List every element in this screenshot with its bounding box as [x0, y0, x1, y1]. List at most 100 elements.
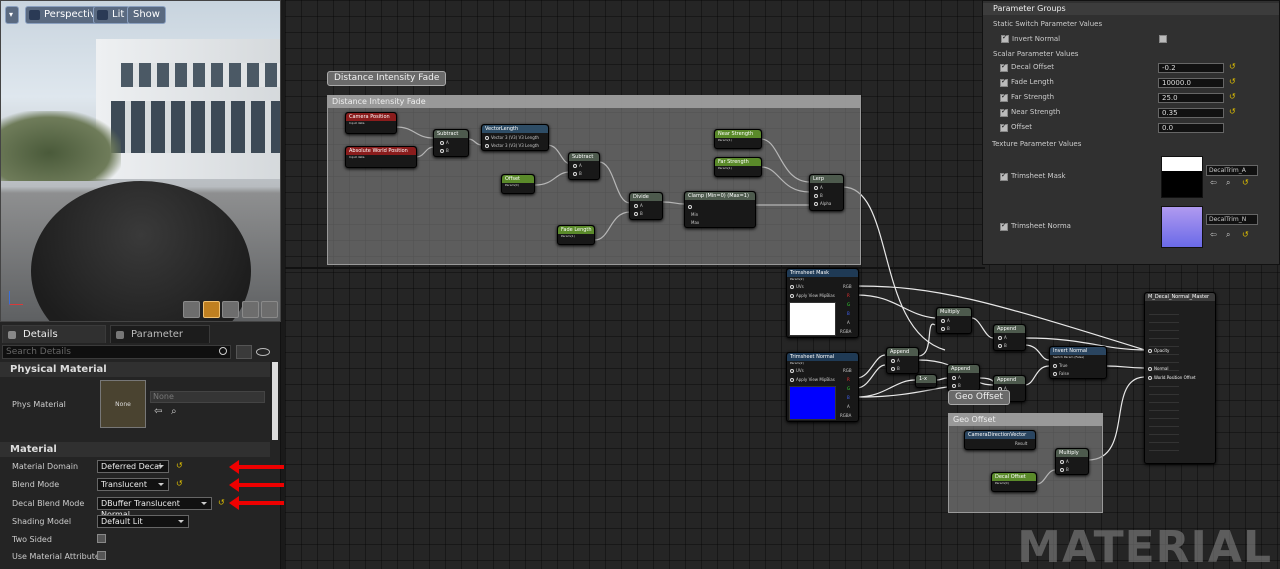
material-domain-dropdown[interactable]: Deferred Decal	[97, 460, 169, 473]
cylinder-preview-button[interactable]	[183, 301, 200, 318]
browse-icon[interactable]: ⌕	[1226, 178, 1231, 187]
wire	[1024, 344, 1050, 361]
decal-offset-checkbox[interactable]	[1000, 62, 1008, 72]
eye-icon[interactable]	[256, 348, 270, 356]
trimsheet-mask-thumbnail[interactable]	[1161, 156, 1203, 198]
use-asset-icon[interactable]: ⇦	[1210, 178, 1217, 187]
wire	[856, 354, 886, 379]
phys-material-dropdown[interactable]: None	[150, 391, 265, 403]
use-material-attributes-checkbox[interactable]	[97, 551, 106, 560]
tab-details[interactable]: Details	[2, 325, 106, 343]
reset-arrow-icon[interactable]: ↺	[176, 461, 183, 470]
offset-checkbox[interactable]	[1000, 122, 1008, 132]
shading-model-dropdown[interactable]: Default Lit	[97, 515, 189, 528]
annotation-arrow	[229, 460, 284, 474]
browse-icon[interactable]: ⌕	[171, 406, 177, 417]
browse-icon[interactable]: ⌕	[1226, 230, 1231, 239]
viewport[interactable]: ▾ Perspective Lit Show	[0, 0, 281, 322]
show-button[interactable]: Show	[127, 6, 166, 24]
trimsheet-normal-thumbnail[interactable]	[1161, 206, 1203, 248]
near-strength-checkbox[interactable]	[1000, 107, 1008, 117]
invert-normal-value-checkbox[interactable]	[1159, 35, 1167, 43]
far-strength-checkbox[interactable]	[1000, 92, 1008, 102]
plane-preview-button[interactable]	[222, 301, 239, 318]
invert-normal-label: Invert Normal	[1012, 35, 1061, 43]
decal-offset-input[interactable]: -0.2	[1158, 63, 1224, 73]
use-material-attributes-label: Use Material Attributes	[12, 552, 105, 561]
decal-blend-mode-dropdown[interactable]: DBuffer Translucent Normal	[97, 497, 212, 519]
sphere-preview-button[interactable]	[203, 301, 220, 318]
material-graph[interactable]: Distance Intensity Fade Distance Intensi…	[285, 0, 1280, 569]
cube-preview-button[interactable]	[242, 301, 259, 318]
invert-normal-override-checkbox[interactable]	[1001, 33, 1009, 43]
reset-arrow-icon[interactable]: ↺	[1229, 77, 1236, 86]
comment-tag-geo-offset[interactable]: Geo Offset	[948, 390, 1010, 405]
graph-divider	[285, 267, 985, 269]
node-material-master[interactable]: M_Decal_Normal_Master Opacity Normal Wor…	[1144, 292, 1216, 464]
parameter-groups-header[interactable]: Parameter Groups	[983, 3, 1279, 15]
scrollbar[interactable]	[272, 362, 278, 440]
reset-arrow-icon[interactable]: ↺	[1229, 92, 1236, 101]
reset-arrow-icon[interactable]: ↺	[1229, 62, 1236, 71]
use-asset-icon[interactable]: ⇦	[154, 406, 163, 417]
trimsheet-mask-label: Trimsheet Mask	[1011, 172, 1066, 180]
node-one-minus[interactable]: 1-x	[915, 374, 937, 388]
near-strength-input[interactable]: 0.35	[1158, 108, 1224, 118]
offset-input[interactable]: 0.0	[1158, 123, 1224, 133]
wire	[1024, 365, 1050, 386]
trimsheet-mask-dropdown[interactable]: DecalTrim_A	[1206, 165, 1258, 176]
reset-arrow-icon[interactable]: ↺	[1242, 230, 1249, 239]
fade-length-input[interactable]: 10000.0	[1158, 78, 1224, 88]
phys-material-thumbnail[interactable]: None	[100, 380, 146, 428]
lit-button[interactable]: Lit	[93, 6, 131, 24]
two-sided-label: Two Sided	[12, 535, 52, 544]
fade-length-checkbox[interactable]	[1000, 77, 1008, 87]
trimsheet-normal-dropdown[interactable]: DecalTrim_N	[1206, 214, 1258, 225]
reset-arrow-icon[interactable]: ↺	[1229, 107, 1236, 116]
mesh-preview-button[interactable]	[261, 301, 278, 318]
reset-arrow-icon[interactable]: ↺	[218, 498, 225, 507]
use-asset-icon[interactable]: ⇦	[1210, 230, 1217, 239]
tab-parameter-defaults[interactable]: Parameter Defaults	[110, 325, 210, 358]
perspective-button[interactable]: Perspective	[25, 6, 108, 24]
grid-view-button[interactable]	[236, 345, 252, 359]
search-details-input[interactable]: Search Details	[2, 345, 231, 359]
physical-material-header[interactable]: Physical Material	[0, 362, 270, 377]
material-header[interactable]: Material	[0, 442, 270, 457]
search-icon	[219, 347, 227, 355]
reset-arrow-icon[interactable]: ↺	[1242, 178, 1249, 187]
two-sided-checkbox[interactable]	[97, 534, 106, 543]
blend-mode-dropdown[interactable]: Translucent	[97, 478, 169, 491]
phys-material-label: Phys Material	[12, 400, 66, 409]
reset-arrow-icon[interactable]: ↺	[176, 479, 183, 488]
far-strength-input[interactable]: 25.0	[1158, 93, 1224, 103]
preview-sphere	[31, 181, 251, 321]
trimsheet-normal-checkbox[interactable]	[1000, 221, 1008, 231]
comment-header: Geo Offset	[949, 414, 1102, 426]
comment-tag-distance-fade[interactable]: Distance Intensity Fade	[327, 71, 447, 86]
viewport-menu-button[interactable]: ▾	[5, 6, 19, 24]
trimsheet-mask-checkbox[interactable]	[1000, 171, 1008, 181]
